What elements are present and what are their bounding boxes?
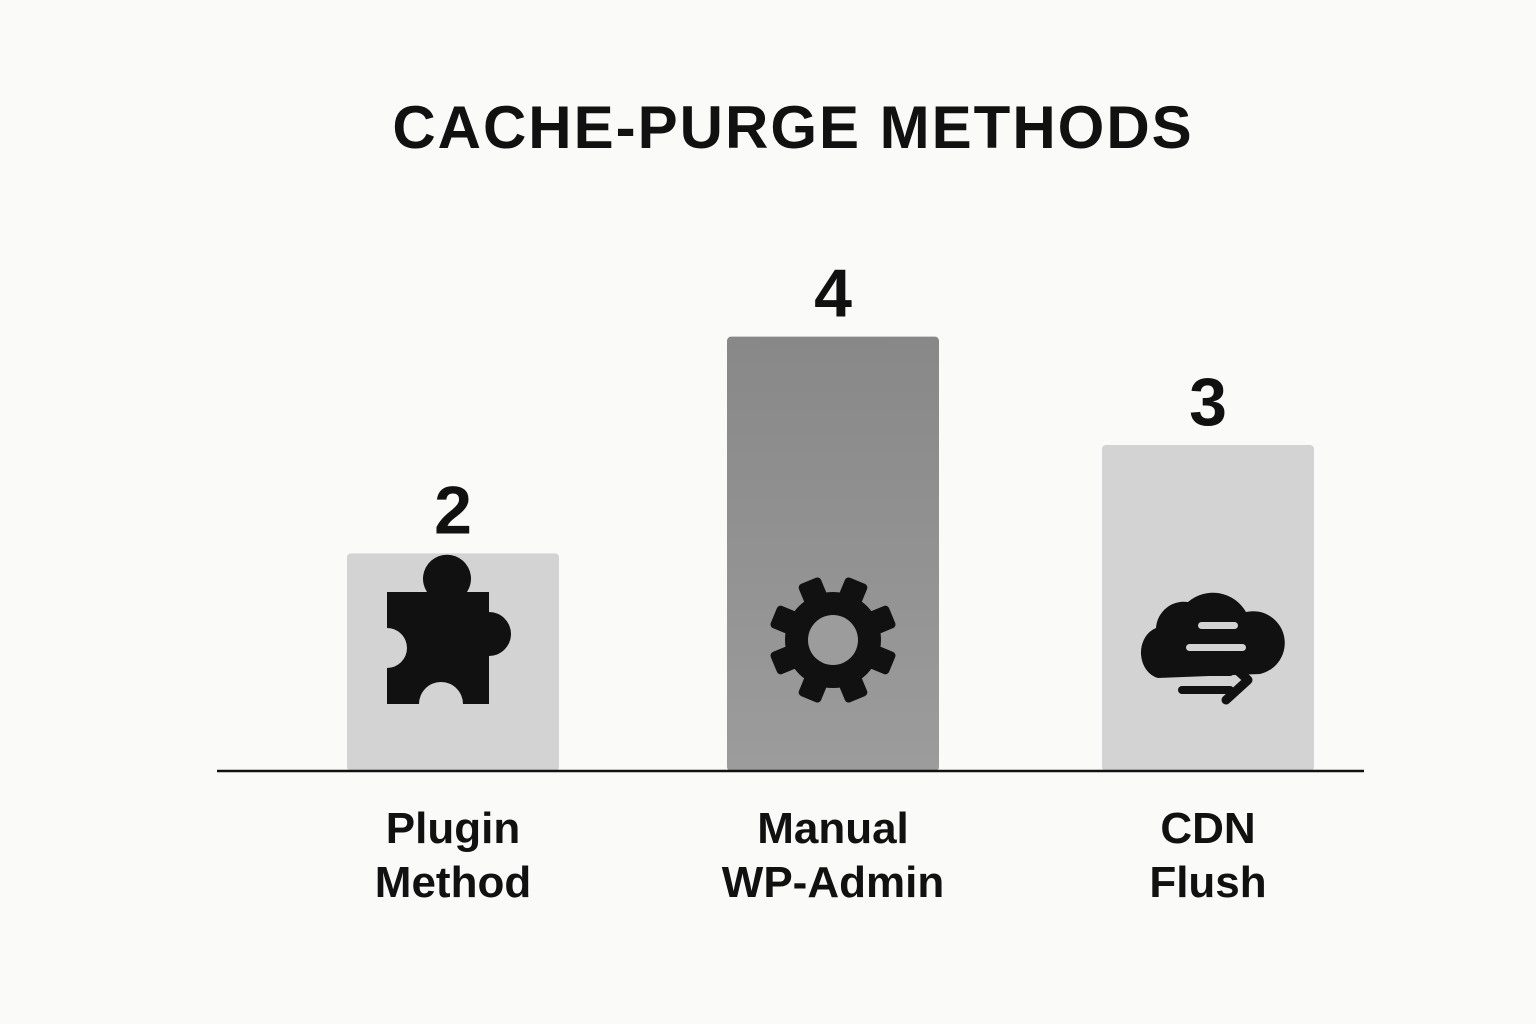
- bar-value-label: 4: [814, 256, 852, 332]
- bar-manual-wp-admin: [727, 336, 939, 771]
- puzzle-piece-icon: [387, 554, 511, 704]
- value-labels-group: 2 4 3: [434, 256, 1227, 549]
- category-label-line: Method: [375, 858, 531, 907]
- category-label-line: Plugin: [386, 804, 520, 853]
- category-label-line: WP-Admin: [722, 858, 944, 907]
- bar-value-label: 2: [434, 472, 472, 548]
- icons-group: [387, 554, 1285, 705]
- category-label-line: Manual: [757, 804, 909, 853]
- bar-value-label: 3: [1189, 364, 1227, 440]
- bars-group: [347, 336, 1314, 771]
- chart-title: CACHE-PURGE METHODS: [392, 94, 1193, 161]
- cloud-flush-icon: [1140, 592, 1285, 705]
- category-label-line: CDN: [1160, 804, 1255, 853]
- gear-icon: [770, 577, 896, 703]
- category-label-line: Flush: [1149, 858, 1266, 907]
- category-label: CDN Flush: [1149, 804, 1266, 907]
